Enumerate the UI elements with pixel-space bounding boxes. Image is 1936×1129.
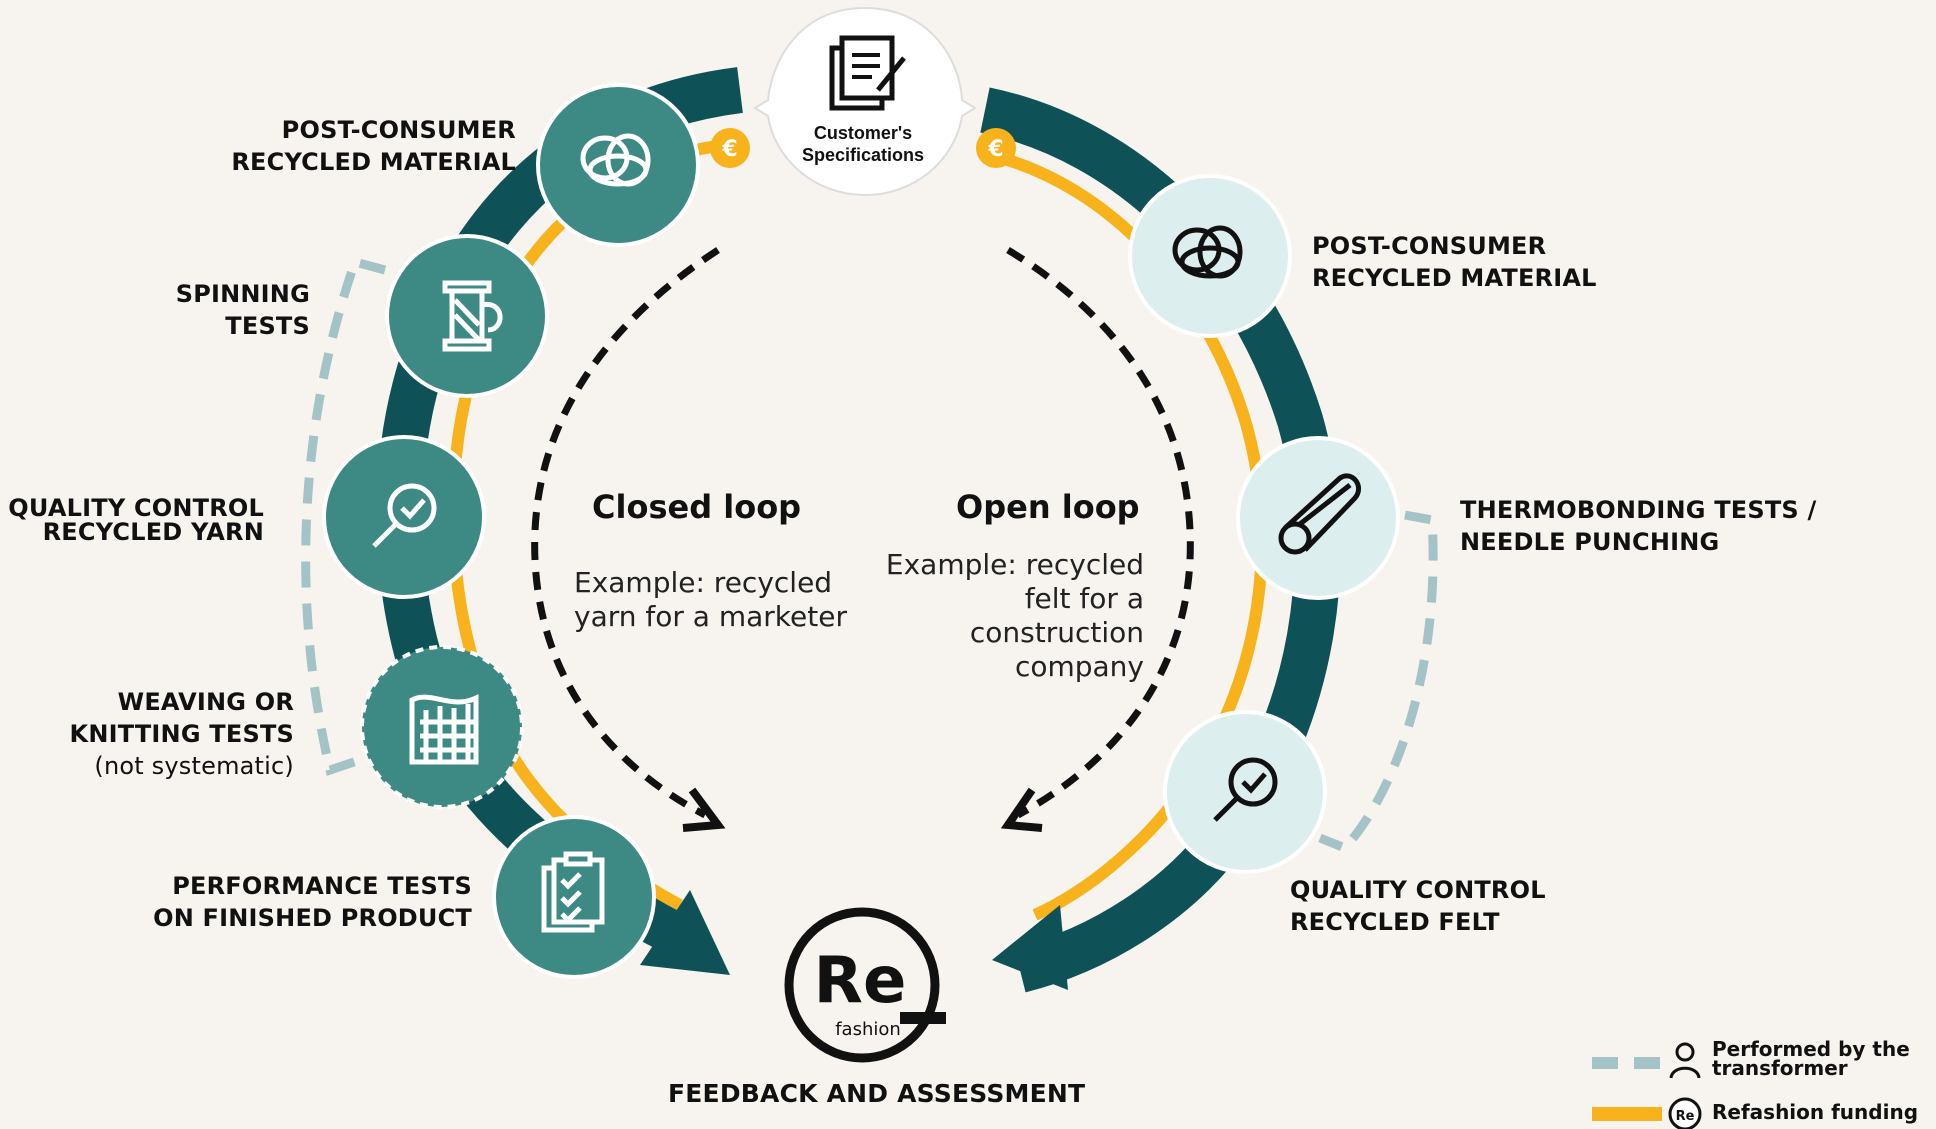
step-circle-performance: [492, 815, 656, 979]
checklist-icon: [541, 851, 605, 933]
open-loop-example: Example: recycled felt for a constructio…: [885, 548, 1144, 683]
label-post-consumer-right: POST-CONSUMER RECYCLED MATERIAL: [1312, 232, 1597, 292]
label-quality-yarn: QUALITY CONTROL RECYCLED YARN: [8, 494, 264, 546]
open-loop-title: Open loop: [956, 488, 1140, 526]
legend-transformer-swatch: [1592, 1042, 1701, 1079]
closed-loop-example: Example: recycled yarn for a marketer: [574, 566, 847, 633]
closed-loop-dashed-arrow: [531, 247, 726, 832]
document-pen-icon: [829, 35, 906, 111]
customer-specifications-label: Customer's Specifications: [801, 123, 925, 165]
svg-text:fashion: fashion: [835, 1019, 901, 1040]
felt-roll-icon: [1278, 473, 1362, 555]
step-circle-quality-yarn: [322, 435, 486, 599]
customer-specifications-badge: [753, 6, 977, 197]
woven-fabric-icon: [409, 693, 479, 765]
svg-text:Re: Re: [1676, 1109, 1695, 1124]
label-quality-felt: QUALITY CONTROL RECYCLED FELT: [1290, 876, 1546, 936]
spool-icon: [442, 280, 503, 352]
fibre-tangle-icon: [580, 133, 651, 187]
label-weaving-tests: WEAVING OR KNITTING TESTS (not systemati…: [69, 688, 294, 780]
label-thermobonding: THERMOBONDING TESTS / NEEDLE PUNCHING: [1460, 496, 1817, 556]
refashion-logo: Re fashion: [784, 907, 946, 1063]
feedback-assessment-label: FEEDBACK AND ASSESSMENT: [668, 1079, 1086, 1108]
svg-text:€: €: [721, 137, 737, 162]
legend-transformer-label: Performed by the transformer: [1712, 1037, 1910, 1080]
label-performance-tests: PERFORMANCE TESTS ON FINISHED PRODUCT: [153, 872, 472, 932]
fibre-tangle-icon: [1172, 225, 1243, 279]
step-circle-quality-felt: [1163, 710, 1327, 874]
step-circle-thermobonding: [1236, 436, 1400, 600]
legend-funding-swatch: Re: [1592, 1097, 1702, 1129]
refashion-mini-logo-icon: Re: [1668, 1097, 1702, 1129]
transformer-bracket-left: [301, 256, 387, 776]
closed-loop-title: Closed loop: [592, 488, 802, 526]
legend-funding-label: Refashion funding: [1712, 1100, 1919, 1124]
magnifier-check-icon: [1213, 757, 1278, 822]
svg-text:€: €: [987, 137, 1003, 162]
magnifier-check-icon: [372, 483, 437, 548]
label-post-consumer-left: POST-CONSUMER RECYCLED MATERIAL: [231, 116, 516, 176]
step-circle-post-consumer-right: [1128, 174, 1292, 338]
funding-coin-right: €: [976, 128, 1016, 168]
person-recycle-icon: [1669, 1042, 1701, 1079]
funding-coin-left: €: [710, 128, 750, 168]
step-circle-weaving: [360, 645, 524, 809]
open-loop-dashed-arrow: [1000, 247, 1194, 832]
label-spinning-tests: SPINNING TESTS: [175, 280, 310, 340]
step-circle-spinning: [385, 234, 549, 398]
svg-text:Re: Re: [814, 944, 907, 1018]
transformer-bracket-right: [1318, 510, 1438, 854]
step-circle-post-consumer-left: [536, 83, 700, 247]
